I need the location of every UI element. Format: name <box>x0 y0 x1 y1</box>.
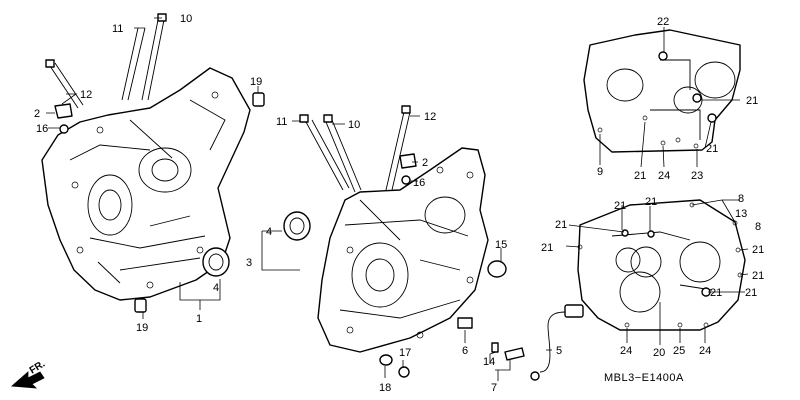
callout-label: 21 <box>745 287 757 299</box>
stud-11-left <box>121 27 146 101</box>
callout-label: 2 <box>34 108 40 120</box>
callout-label: 11 <box>112 23 123 35</box>
callout-label: 8 <box>738 193 744 205</box>
callout-label: 15 <box>495 239 507 251</box>
callouts-center-case: 11 10 12 2 16 4 3 15 6 17 18 14 7 5 <box>246 111 562 394</box>
callout-label: 21 <box>541 242 553 254</box>
callout-label: 12 <box>424 111 436 123</box>
callout-label: 21 <box>752 244 764 256</box>
callout-label: 7 <box>491 382 497 394</box>
callout-label: 12 <box>80 89 92 101</box>
callout-label: 4 <box>213 282 219 294</box>
stud-cap <box>401 105 411 114</box>
callout-label: 21 <box>706 143 718 155</box>
oil-seal-4-left <box>202 247 230 277</box>
center-stud-group <box>299 105 411 193</box>
callouts-left-case: 11 10 12 2 16 19 4 1 19 <box>34 13 262 334</box>
callout-label: 22 <box>657 16 669 28</box>
callouts-lower-gasket: 8 13 8 21 21 21 21 21 21 21 21 24 20 25 … <box>541 193 764 359</box>
callout-label: 17 <box>399 347 411 359</box>
front-label: FR. <box>28 359 48 377</box>
callout-label: 19 <box>250 76 262 88</box>
callout-label: 24 <box>699 345 711 357</box>
callout-label: 24 <box>620 345 632 357</box>
bolt-17 <box>398 366 410 378</box>
callout-label: 21 <box>555 219 567 231</box>
callout-label: 6 <box>462 345 468 357</box>
leader-lines <box>46 17 749 381</box>
front-direction-marker: FR. <box>11 359 48 389</box>
upper-gasket <box>583 29 741 153</box>
callout-label: 3 <box>246 257 252 269</box>
diagram-code: MBL3−E1400A <box>604 372 684 384</box>
bolt-2-left <box>54 103 73 119</box>
callout-label: 1 <box>196 313 202 325</box>
harness-5 <box>539 311 567 373</box>
arrow-icon <box>11 371 45 389</box>
callout-label: 16 <box>36 123 48 135</box>
callout-label: 21 <box>710 287 722 299</box>
washer-18 <box>379 354 393 366</box>
washer-16-center <box>401 175 411 185</box>
callout-label: 24 <box>658 170 670 182</box>
stud-10-center <box>325 119 362 193</box>
callout-label: 23 <box>691 170 703 182</box>
washer-16-left <box>59 124 69 134</box>
callout-label: 9 <box>597 166 603 178</box>
switch-6 <box>457 317 473 329</box>
callout-label: 8 <box>755 221 761 233</box>
sensor-14 <box>491 342 499 353</box>
connector-5 <box>564 304 584 318</box>
stud-12-left <box>49 62 84 109</box>
center-crankcase <box>317 147 489 353</box>
lower-gasket <box>577 199 746 331</box>
callout-label: 18 <box>379 382 391 394</box>
callout-label: 4 <box>266 226 272 238</box>
bushing-15 <box>487 260 507 278</box>
callout-label: 10 <box>348 119 360 131</box>
callout-label: 20 <box>653 347 665 359</box>
callout-label: 21 <box>634 170 646 182</box>
oil-seal-4-center <box>283 211 311 241</box>
callout-label: 21 <box>614 200 626 212</box>
callout-label: 21 <box>645 196 657 208</box>
sensor-7 <box>504 347 525 361</box>
callout-label: 21 <box>752 270 764 282</box>
callout-label: 14 <box>483 356 495 368</box>
bolt-2-center <box>399 153 417 169</box>
connector-end-5 <box>530 371 540 381</box>
callout-label: 19 <box>136 322 148 334</box>
callout-label: 13 <box>735 208 747 220</box>
callout-label: 2 <box>422 157 428 169</box>
callout-label: 11 <box>276 116 287 128</box>
left-stud-group <box>45 13 167 109</box>
stud-12-center <box>385 111 411 191</box>
stud-cap <box>323 114 333 123</box>
callouts-upper-gasket: 22 21 21 9 21 24 23 <box>597 16 758 182</box>
stud-cap <box>157 13 167 22</box>
stud-cap <box>45 59 55 68</box>
dowel-pin-19-bottom <box>134 298 147 313</box>
callout-label: 5 <box>556 345 562 357</box>
callout-label: 21 <box>746 95 758 107</box>
callout-label: 10 <box>180 13 192 25</box>
callout-label: 25 <box>673 345 685 357</box>
dowel-pin-19-top <box>252 92 265 107</box>
oil-seal-bore <box>208 253 224 271</box>
oil-seal-bore <box>289 217 305 235</box>
callout-label: 16 <box>413 177 425 189</box>
left-crankcase <box>41 67 251 301</box>
stud-cap <box>299 114 309 123</box>
stud-10-left <box>141 19 165 101</box>
stud-11-center <box>305 119 350 191</box>
